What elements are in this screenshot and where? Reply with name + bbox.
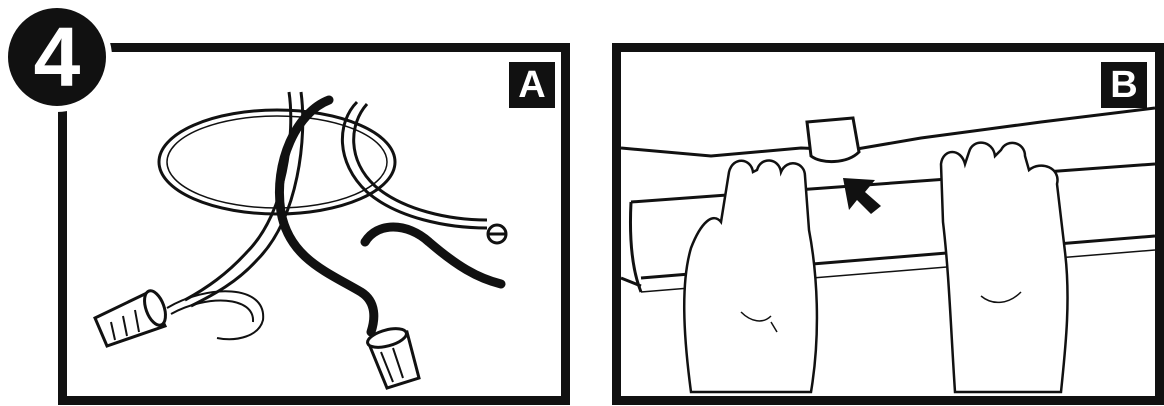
left-hand-drawing [682, 159, 819, 394]
wire-connector-left [93, 289, 168, 348]
mounting-tab-drawing [805, 116, 861, 163]
ground-wire-drawing [340, 100, 508, 245]
panel-a: A [58, 43, 570, 405]
white-wire-drawing [184, 91, 305, 308]
step-number: 4 [33, 10, 81, 104]
wire-connector-right [366, 327, 421, 390]
black-wire-drawing [275, 95, 506, 337]
stripped-wire-drawing [166, 290, 265, 341]
panel-label-a: A [509, 62, 555, 108]
push-arrow-icon [843, 178, 881, 214]
panel-label-b: B [1101, 62, 1147, 108]
right-hand-drawing [939, 141, 1069, 394]
step-number-badge: 4 [2, 2, 112, 112]
wiring-illustration [93, 91, 508, 390]
fixture-mounting-illustration [621, 106, 1155, 394]
panel-b: B [612, 43, 1164, 405]
